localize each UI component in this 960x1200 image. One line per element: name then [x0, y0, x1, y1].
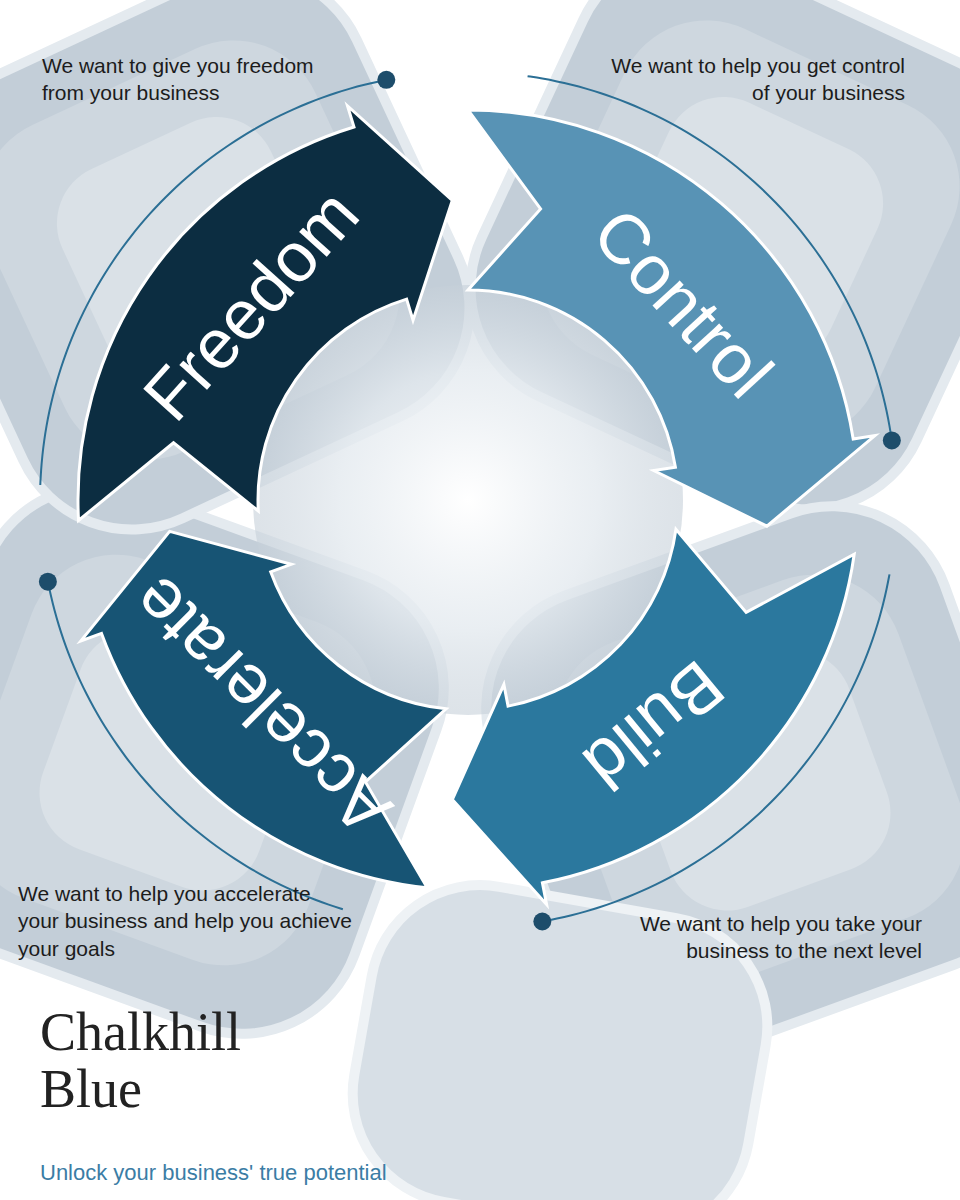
cycle-arrow: Accelerate: [0, 0, 960, 1000]
cycle-arrow: Control: [0, 0, 960, 1000]
callout-text: We want to help you accelerate your busi…: [18, 880, 353, 962]
arrow-segment: [452, 529, 854, 904]
arrow-segment: [78, 106, 452, 520]
arrow-segment: [468, 110, 875, 526]
arrow-segment: [81, 531, 446, 888]
leader-dot: [533, 913, 551, 931]
leader-dot: [377, 71, 395, 89]
arrow-shape: [0, 0, 960, 1000]
cycle-arrow: Build: [0, 0, 960, 1000]
tagline: Unlock your business' true potential: [40, 1160, 387, 1186]
callout-text: We want to help you take your business t…: [582, 910, 922, 965]
cycle-arrow: Freedom: [0, 0, 960, 1000]
leader-dot: [883, 431, 901, 449]
leader-lines: [39, 71, 901, 931]
callout-text: We want to give you freedom from your bu…: [42, 52, 352, 107]
arrow-shape: [0, 0, 960, 1000]
arrow-shape: [0, 0, 960, 1000]
arrow-shape: [0, 0, 960, 1000]
callout-text: We want to help you get control of your …: [600, 52, 905, 107]
brand-title: Chalkhill Blue: [40, 1004, 330, 1117]
leader-dot: [39, 573, 57, 591]
